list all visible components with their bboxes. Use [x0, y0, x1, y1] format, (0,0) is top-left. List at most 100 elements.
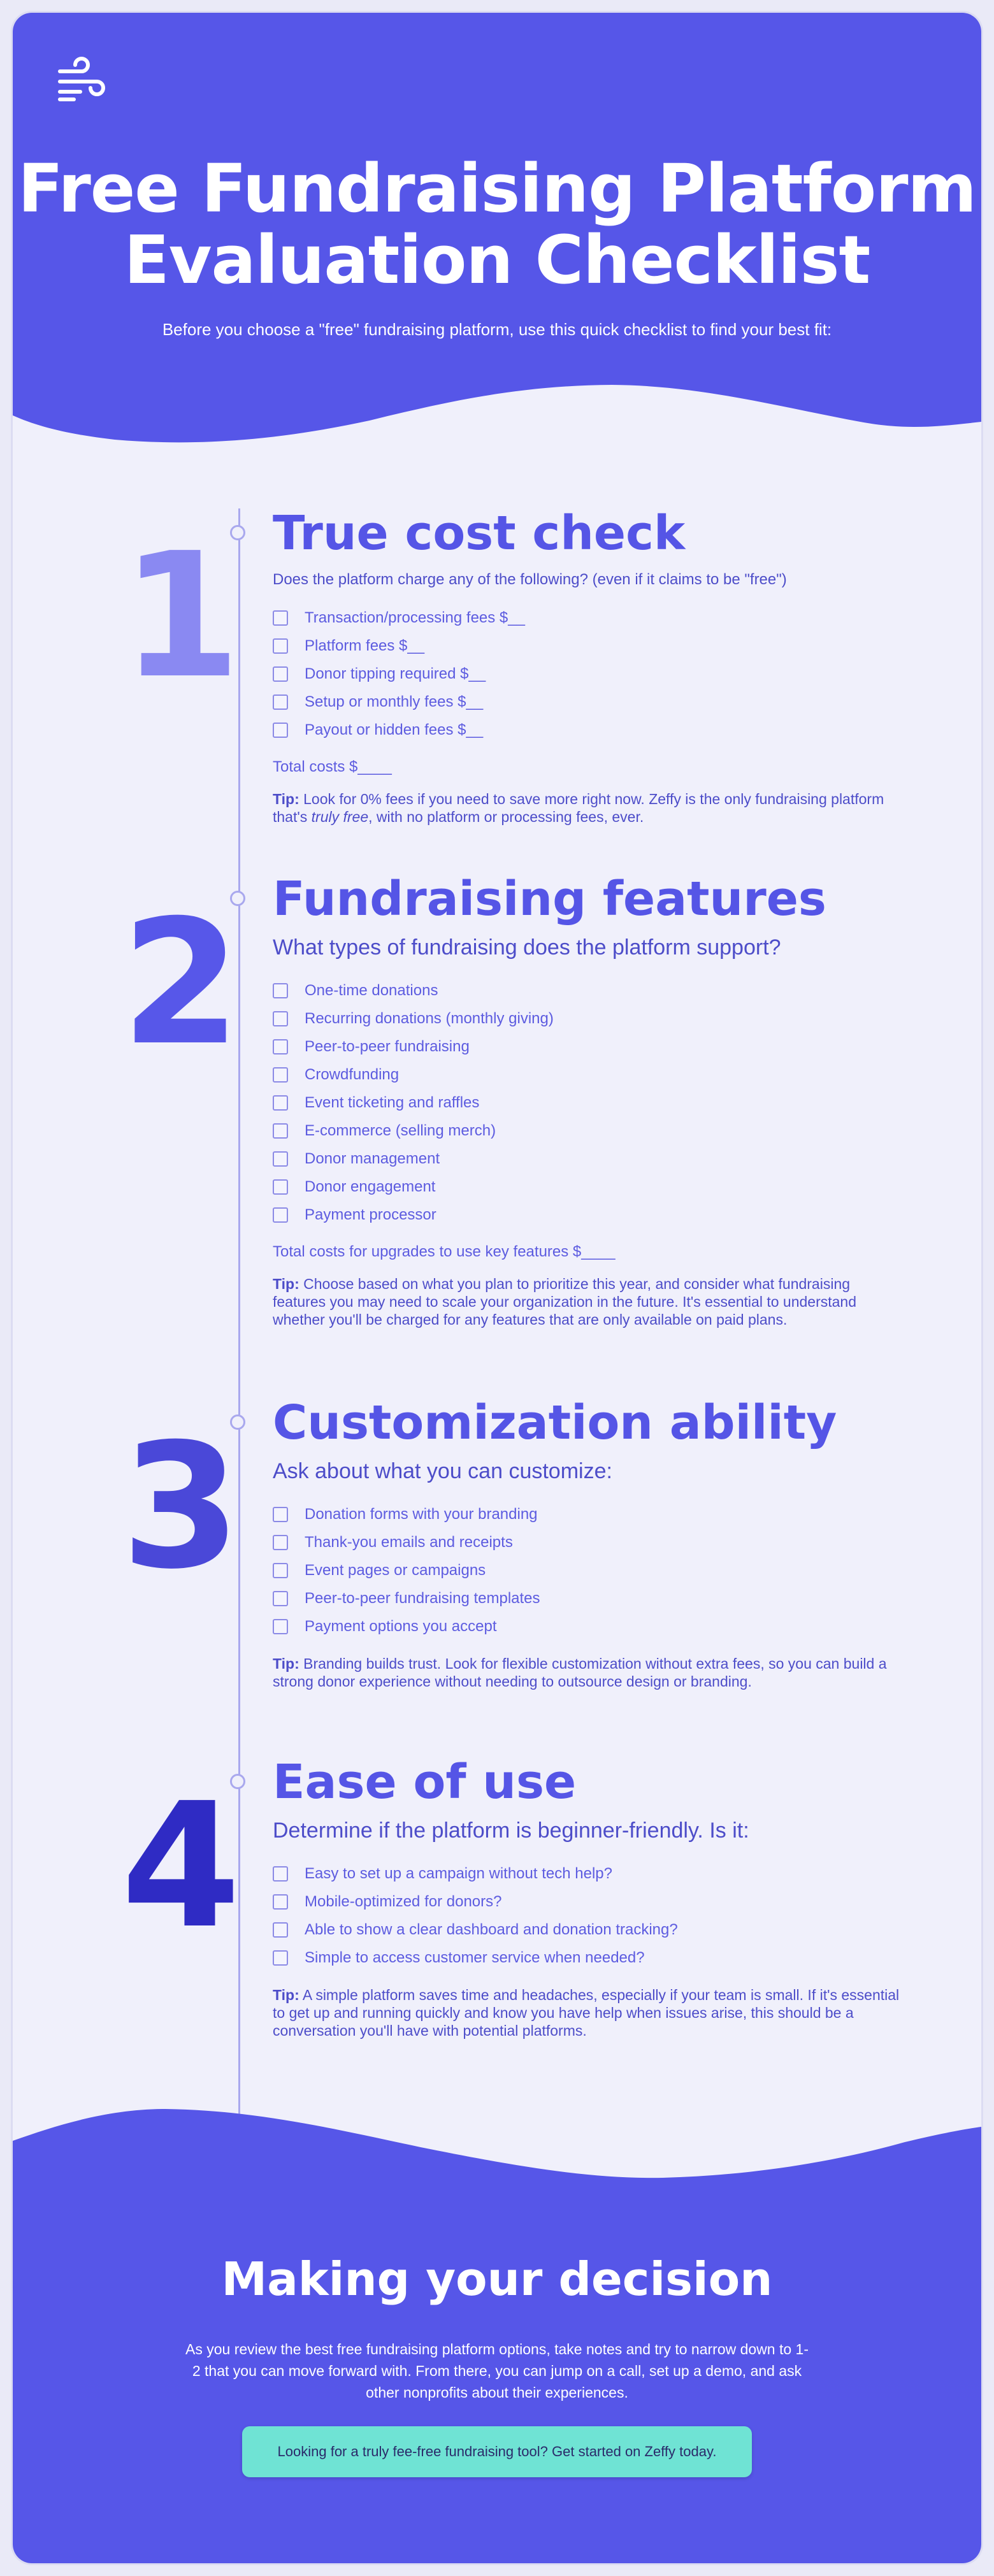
page-title-line-2: Evaluation Checklist — [124, 221, 871, 299]
step-number-2: 2 — [121, 882, 241, 1083]
checkbox[interactable] — [273, 1123, 288, 1139]
tip-emphasis: truly free — [311, 809, 369, 825]
checkbox[interactable] — [273, 1179, 288, 1195]
checklist-item-label: Simple to access customer service when n… — [305, 1949, 645, 1966]
tip-label: Tip: — [273, 791, 299, 807]
checkbox[interactable] — [273, 1039, 288, 1054]
get-started-button[interactable]: Looking for a truly fee-free fundraising… — [242, 2426, 752, 2477]
checklist-item-label: Event pages or campaigns — [305, 1562, 486, 1579]
header-wave-background — [13, 13, 981, 443]
checklist-item[interactable]: Mobile-optimized for donors? — [273, 1888, 904, 1916]
section-title: Ease of use — [273, 1755, 577, 1810]
step-number-3: 3 — [121, 1406, 241, 1607]
tip-body: Branding builds trust. Look for flexible… — [273, 1655, 887, 1690]
decision-body: As you review the best free fundraising … — [185, 2341, 809, 2401]
checklist-item-label: E-commerce (selling merch) — [305, 1122, 496, 1139]
checklist-item[interactable]: Simple to access customer service when n… — [273, 1944, 904, 1972]
tip-body-1: Look for 0% fees if you need to save mor… — [273, 791, 884, 825]
checklist-item[interactable]: One-time donations — [273, 977, 904, 1005]
checklist-item[interactable]: Able to show a clear dashboard and donat… — [273, 1916, 904, 1944]
checklist-item[interactable]: Transaction/processing fees $__ — [273, 604, 904, 632]
checklist-item-label: Peer-to-peer fundraising — [305, 1038, 470, 1055]
checklist-item[interactable]: Event pages or campaigns — [273, 1557, 904, 1585]
checklist-item-label: Easy to set up a campaign without tech h… — [305, 1865, 612, 1882]
checklist-item-label: Recurring donations (monthly giving) — [305, 1010, 554, 1027]
footer-wave-background — [13, 2109, 981, 2563]
tip-text: Tip: Choose based on what you plan to pr… — [273, 1275, 904, 1328]
checklist-item[interactable]: Payout or hidden fees $__ — [273, 716, 904, 744]
tip-label: Tip: — [273, 1276, 299, 1292]
checkbox[interactable] — [273, 1922, 288, 1938]
checkbox[interactable] — [273, 1591, 288, 1606]
checklist-item[interactable]: Crowdfunding — [273, 1061, 904, 1089]
zeffy-logo-icon — [58, 57, 105, 101]
timeline-dot-4 — [230, 1774, 245, 1789]
checkbox[interactable] — [273, 1950, 288, 1966]
section-ease-of-use: Ease of use Determine if the platform is… — [273, 1753, 904, 2040]
tip-text: Tip: Branding builds trust. Look for fle… — [273, 1655, 904, 1690]
checklist: One-time donations Recurring donations (… — [273, 977, 904, 1229]
checklist-item[interactable]: Easy to set up a campaign without tech h… — [273, 1860, 904, 1888]
checkbox[interactable] — [273, 1011, 288, 1026]
checklist-item[interactable]: Peer-to-peer fundraising templates — [273, 1585, 904, 1613]
section-customization-ability: Customization ability Ask about what you… — [273, 1394, 904, 1690]
checkbox[interactable] — [273, 1619, 288, 1634]
checklist-item-label: Setup or monthly fees $__ — [305, 693, 484, 710]
checklist-item-label: Platform fees $__ — [305, 637, 425, 654]
checklist-item[interactable]: Platform fees $__ — [273, 632, 904, 660]
step-number-1: 1 — [121, 515, 241, 716]
checkbox[interactable] — [273, 1535, 288, 1550]
total-costs-line: Total costs $____ — [273, 758, 392, 775]
checkbox[interactable] — [273, 1151, 288, 1167]
checklist-item[interactable]: Payment processor — [273, 1201, 904, 1229]
checkbox[interactable] — [273, 1067, 288, 1083]
timeline-dot-1 — [230, 525, 245, 540]
checklist-item-label: Peer-to-peer fundraising templates — [305, 1590, 540, 1607]
tip-text: Tip: Look for 0% fees if you need to sav… — [273, 790, 904, 826]
timeline-dot-3 — [230, 1414, 245, 1430]
checklist-card: Free Fundraising Platform Evaluation Che… — [13, 13, 981, 2563]
tip-body: Choose based on what you plan to priorit… — [273, 1276, 856, 1328]
checkbox[interactable] — [273, 694, 288, 710]
checklist: Transaction/processing fees $__ Platform… — [273, 604, 904, 744]
page-title: Free Fundraising Platform Evaluation Che… — [13, 153, 981, 296]
decision-title: Making your decision — [221, 2252, 773, 2306]
checkbox[interactable] — [273, 666, 288, 682]
checklist-item-label: Payment processor — [305, 1206, 436, 1223]
checklist-item-label: One-time donations — [305, 982, 438, 999]
checklist-item[interactable]: Donation forms with your branding — [273, 1500, 904, 1529]
checklist-item[interactable]: Donor tipping required $__ — [273, 660, 904, 688]
checklist-item[interactable]: Thank-you emails and receipts — [273, 1529, 904, 1557]
checklist-item-label: Transaction/processing fees $__ — [305, 609, 525, 626]
tip-body: A simple platform saves time and headach… — [273, 1987, 900, 2039]
checkbox[interactable] — [273, 1507, 288, 1522]
tip-body-2: , with no platform or processing fees, e… — [368, 809, 644, 825]
checkbox[interactable] — [273, 1866, 288, 1882]
checkbox[interactable] — [273, 1207, 288, 1223]
checkbox[interactable] — [273, 723, 288, 738]
checklist-item[interactable]: Payment options you accept — [273, 1613, 904, 1641]
checkbox[interactable] — [273, 638, 288, 654]
checklist-item[interactable]: E-commerce (selling merch) — [273, 1117, 904, 1145]
step-number-4: 4 — [121, 1766, 241, 1966]
checklist-item[interactable]: Recurring donations (monthly giving) — [273, 1005, 904, 1033]
tip-label: Tip: — [273, 1655, 299, 1672]
checklist-item[interactable]: Event ticketing and raffles — [273, 1089, 904, 1117]
checklist: Donation forms with your branding Thank-… — [273, 1500, 904, 1641]
checklist-item[interactable]: Donor management — [273, 1145, 904, 1173]
checkbox[interactable] — [273, 610, 288, 626]
section-prompt: What types of fundraising does the platf… — [273, 935, 781, 960]
checklist: Easy to set up a campaign without tech h… — [273, 1860, 904, 1972]
checkbox[interactable] — [273, 1563, 288, 1578]
checkbox[interactable] — [273, 1095, 288, 1111]
checkbox[interactable] — [273, 983, 288, 998]
checklist-item-label: Donor engagement — [305, 1178, 436, 1195]
checklist-item-label: Payment options you accept — [305, 1618, 497, 1635]
section-title: True cost check — [273, 506, 686, 561]
checklist-item[interactable]: Peer-to-peer fundraising — [273, 1033, 904, 1061]
checklist-item-label: Event ticketing and raffles — [305, 1094, 480, 1111]
checklist-item[interactable]: Setup or monthly fees $__ — [273, 688, 904, 716]
checklist-item[interactable]: Donor engagement — [273, 1173, 904, 1201]
checkbox[interactable] — [273, 1894, 288, 1910]
timeline-line — [238, 508, 240, 2114]
